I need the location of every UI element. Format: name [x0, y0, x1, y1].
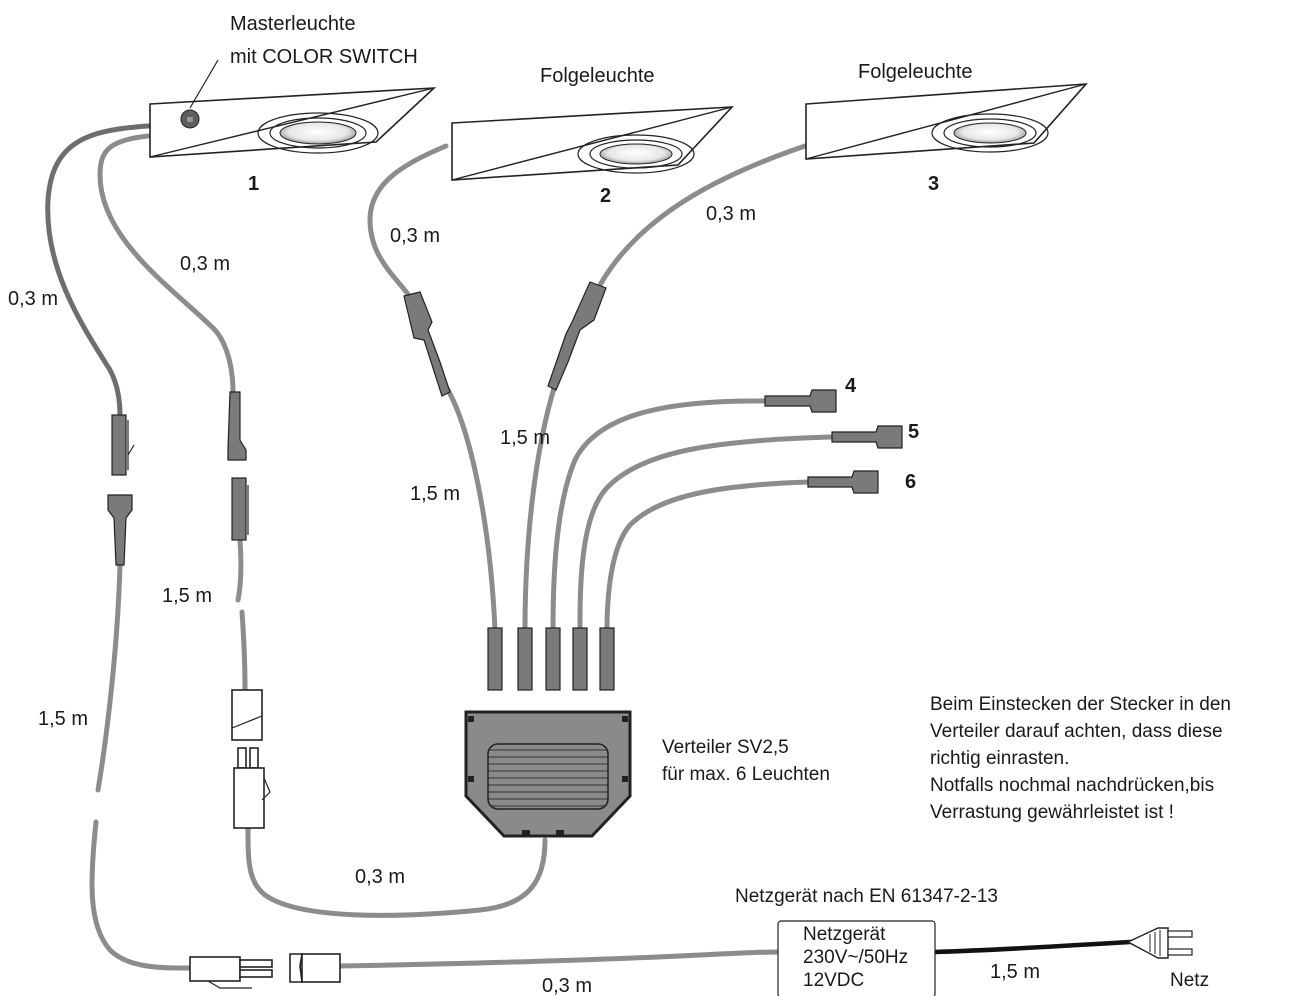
length-label-b: 0,3 m [180, 253, 230, 275]
cable-output-5 [577, 434, 835, 633]
psu-line-3: 12VDC [803, 970, 864, 991]
follow-lamp-2-label: Folgeleuchte [540, 65, 655, 87]
connector-left-bottom [107, 494, 133, 566]
mains-plug-icon [1126, 927, 1193, 959]
note-line-2: Verteiler darauf achten, dass diese [930, 721, 1223, 742]
length-label-h: 1,5 m [38, 708, 88, 730]
cable-lamp2-long [445, 387, 498, 633]
psu-line-2: 230V~/50Hz [803, 947, 908, 968]
distributor-box [464, 710, 632, 838]
cable-left-long-bottom [89, 819, 193, 971]
master-lamp-label-2: mit COLOR SWITCH [230, 46, 418, 68]
cable-mains [932, 939, 1133, 955]
connector-output-6 [807, 470, 879, 494]
follow-lamp-2 [451, 106, 734, 181]
master-lamp-number: 1 [248, 173, 259, 195]
connector-mid-top [227, 391, 247, 461]
follow-lamp-3 [805, 83, 1088, 160]
note-line-1: Beim Einstecken der Stecker in den [930, 694, 1231, 715]
connector-lamp3 [547, 281, 607, 391]
power-supply-box [777, 920, 936, 996]
cable-mid-long [235, 537, 244, 603]
coupling-bottom [189, 953, 341, 989]
color-switch-glyph: III [187, 117, 193, 124]
cable-master-right [97, 133, 236, 395]
note-line-3: richtig einrasten. [930, 748, 1069, 769]
output-4-number: 4 [845, 375, 857, 397]
cable-psu-in [337, 949, 781, 969]
length-label-f: 1,5 m [410, 483, 460, 505]
coupling-mid-white [231, 689, 271, 829]
master-lamp: III [149, 87, 437, 158]
mains-label: Netz [1170, 970, 1209, 991]
length-label-i: 0,3 m [355, 866, 405, 888]
connector-left-top [111, 414, 135, 476]
cable-lamp3-long [522, 382, 558, 633]
length-label-d: 0,3 m [706, 203, 756, 225]
follow-lamp-3-number: 3 [928, 173, 939, 195]
connector-output-4 [764, 389, 837, 413]
follow-lamp-2-number: 2 [600, 185, 611, 207]
install-note: Beim Einstecken der Stecker in den Verte… [930, 694, 1231, 823]
cable-left-long [95, 562, 123, 793]
psu-title: Netzgerät nach EN 61347-2-13 [735, 886, 998, 907]
connector-output-5 [831, 425, 903, 449]
length-label-j: 0,3 m [542, 975, 592, 996]
cable-master-left [45, 123, 151, 418]
output-6-number: 6 [905, 471, 916, 493]
psu-line-1: Netzgerät [803, 924, 886, 945]
distributor-label-2: für max. 6 Leuchten [662, 764, 830, 785]
cable-output-6 [604, 479, 811, 633]
color-switch-icon[interactable] [180, 109, 200, 129]
cable-lamp2 [367, 143, 449, 303]
connector-mid-bottom [231, 477, 249, 541]
follow-lamp-3-label: Folgeleuchte [858, 61, 973, 83]
length-label-k: 1,5 m [990, 961, 1040, 983]
length-label-c: 0,3 m [390, 225, 440, 247]
length-label-a: 0,3 m [8, 288, 58, 310]
cable-output-4 [550, 398, 768, 633]
length-label-e: 1,5 m [500, 427, 550, 449]
output-5-number: 5 [908, 421, 919, 443]
master-pointer-line [189, 59, 219, 109]
cable-mid-long-b [239, 609, 248, 693]
distributor-label-1: Verteiler SV2,5 [662, 737, 789, 758]
cable-lamp3 [597, 143, 808, 288]
connector-lamp2 [403, 291, 451, 397]
cable-distributor-out [245, 825, 548, 918]
note-line-5: Verrastung gewährleistet ist ! [930, 802, 1174, 823]
distributor-input-plugs [487, 627, 615, 691]
master-lamp-label-1: Masterleuchte [230, 13, 356, 35]
note-line-4: Notfalls nochmal nachdrücken,bis [930, 775, 1214, 796]
length-label-g: 1,5 m [162, 585, 212, 607]
